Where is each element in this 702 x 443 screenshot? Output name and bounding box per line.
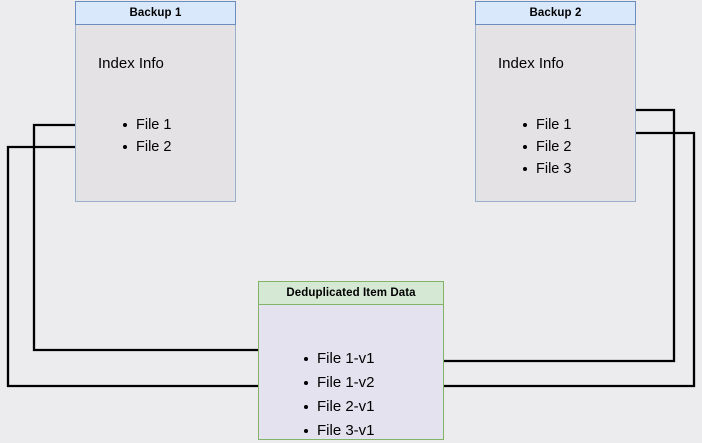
backup-2-title: Backup 2 — [475, 1, 636, 25]
dedup-item-label: File 1-v2 — [317, 374, 375, 391]
backup-1-title: Backup 1 — [75, 1, 236, 25]
backup-1-file-list: File 1 File 2 — [122, 114, 171, 158]
backup-2-box[interactable]: Backup 2 Index Info File 1 File 2 File 3 — [475, 1, 636, 202]
backup-1-file-label: File 2 — [136, 139, 172, 155]
dedup-item-label: File 3-v1 — [317, 422, 375, 439]
list-item: File 1 — [122, 114, 171, 136]
dedup-title: Deduplicated Item Data — [258, 281, 444, 305]
backup-2-index-info-label: Index Info — [498, 55, 564, 72]
list-item: File 3-v1 — [303, 419, 375, 443]
dedup-body: File 1-v1 File 1-v2 File 2-v1 File 3-v1 — [258, 305, 444, 440]
list-item: File 2 — [122, 136, 171, 158]
list-item: File 2 — [522, 136, 571, 158]
list-item: File 2-v1 — [303, 395, 375, 419]
backup-2-body: Index Info File 1 File 2 File 3 — [475, 25, 636, 202]
backup-2-file-label: File 3 — [536, 161, 572, 177]
backup-1-index-info-label: Index Info — [98, 55, 164, 72]
list-item: File 1-v2 — [303, 371, 375, 395]
backup-2-file-list: File 1 File 2 File 3 — [522, 114, 571, 180]
list-item: File 1 — [522, 114, 571, 136]
dedup-item-list: File 1-v1 File 1-v2 File 2-v1 File 3-v1 — [303, 347, 375, 443]
backup-1-body: Index Info File 1 File 2 — [75, 25, 236, 202]
deduplicated-item-data-box[interactable]: Deduplicated Item Data File 1-v1 File 1-… — [258, 281, 444, 440]
backup-2-file-label: File 1 — [536, 117, 572, 133]
list-item: File 3 — [522, 158, 571, 180]
dedup-item-label: File 1-v1 — [317, 350, 375, 367]
list-item: File 1-v1 — [303, 347, 375, 371]
backup-1-file-label: File 1 — [136, 117, 172, 133]
dedup-item-label: File 2-v1 — [317, 398, 375, 415]
backup-2-file-label: File 2 — [536, 139, 572, 155]
backup-1-box[interactable]: Backup 1 Index Info File 1 File 2 — [75, 1, 236, 202]
